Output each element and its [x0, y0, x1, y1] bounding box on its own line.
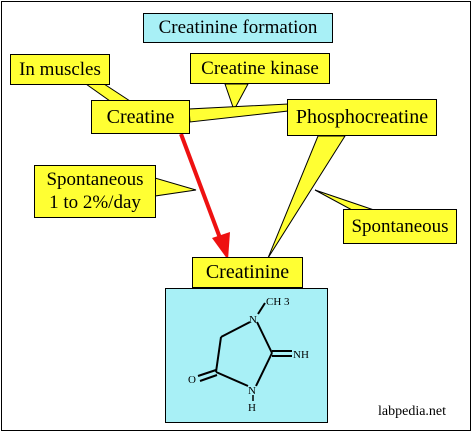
atom-oxygen: O [188, 374, 196, 386]
bond-n3-c4 [215, 371, 249, 387]
watermark: labpedia.net [378, 404, 447, 419]
phosphocreatine-pointer [267, 135, 346, 259]
spontaneous-rate-line1: Spontaneous [46, 169, 144, 190]
spontaneous-rate-line2: 1 to 2%/day [49, 192, 141, 213]
phosphocreatine-box: Phosphocreatine [287, 99, 437, 136]
diagram-title: Creatinine formation [143, 13, 333, 43]
conversion-arrow-shaft [179, 133, 222, 239]
atom-methyl: CH 3 [266, 296, 290, 308]
bond-c2-n3 [255, 352, 273, 387]
in-muscles-callout: In muscles [10, 54, 110, 85]
creatine-kinase-pointer [224, 83, 249, 112]
conversion-arrowhead [212, 232, 230, 260]
atom-n1: N [249, 314, 257, 326]
spontaneous-rate-callout: Spontaneous 1 to 2%/day [34, 165, 156, 218]
creatinine-structure-panel: N CH 3 NH O N H [165, 288, 328, 423]
creatine-kinase-callout: Creatine kinase [190, 53, 330, 84]
bond-n1-ch3 [257, 302, 266, 315]
bond-c4-o-a [197, 369, 217, 377]
in-muscles-pointer [84, 83, 132, 102]
spontaneous-pointer [314, 189, 375, 211]
bond-c4-ch2 [215, 336, 222, 373]
bond-ch2-n1 [220, 321, 251, 338]
atom-n3: N [248, 385, 256, 397]
atom-imine-nh: NH [293, 349, 309, 361]
creatine-box: Creatine [91, 100, 190, 134]
atom-hydrogen: H [248, 402, 256, 414]
creatine-phosphocreatine-link [188, 103, 289, 123]
creatinine-structure: N CH 3 NH O N H [188, 296, 309, 414]
creatinine-box: Creatinine [192, 257, 303, 288]
bond-n1-c2 [256, 321, 273, 354]
spontaneous-callout: Spontaneous [343, 209, 457, 244]
bond-c4-o-b [199, 374, 218, 382]
spontaneous-rate-pointer [154, 177, 197, 197]
